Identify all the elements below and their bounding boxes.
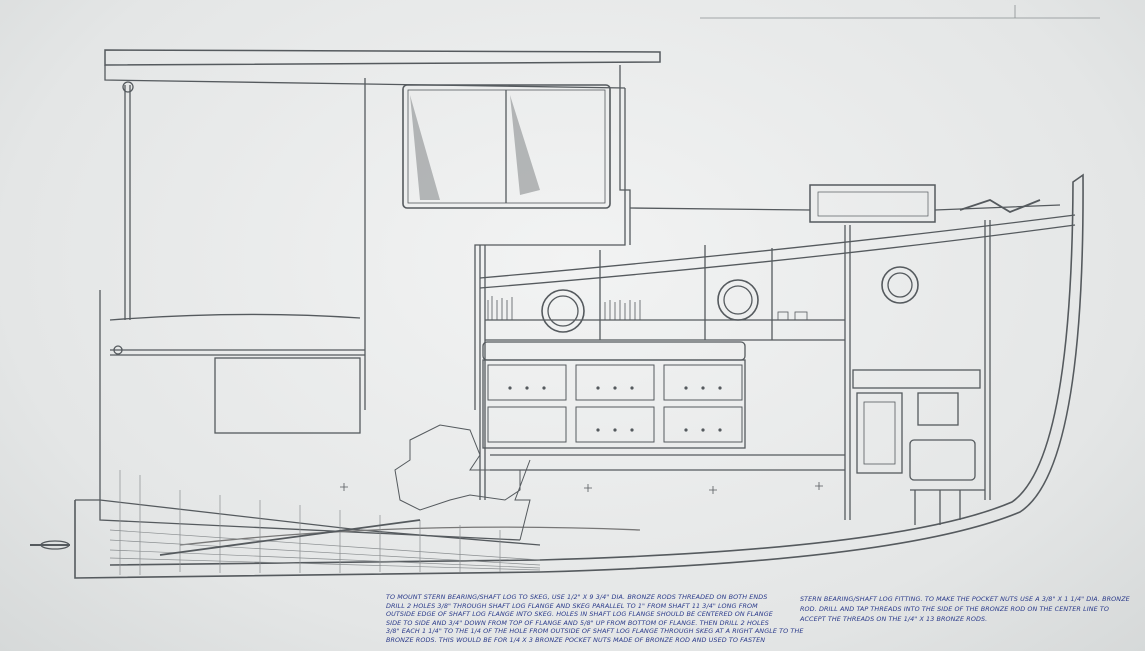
keel-planking <box>109 470 541 575</box>
propeller-shaft <box>30 519 421 556</box>
forward-cabin <box>852 369 985 525</box>
note-line: To Mount Stern Bearing/Shaft Log To Skeg… <box>386 593 768 601</box>
stern-mount-note: To Mount Stern Bearing/Shaft Log To Skeg… <box>386 593 803 645</box>
note-line: Side To Side And 3/4" Down From Top Of F… <box>386 618 769 627</box>
note-line: Drill 2 Holes 3/8" Through Shaft Log Fla… <box>386 601 758 610</box>
pilothouse <box>364 65 631 410</box>
porthole <box>717 279 759 321</box>
porthole <box>881 266 919 304</box>
bookshelves <box>487 296 808 321</box>
hull <box>74 173 1084 579</box>
drawers <box>487 364 743 443</box>
galley-cabinets <box>482 341 845 471</box>
note-line: Outside Edge Of Shaft Log Flange Into Sk… <box>386 610 773 619</box>
top-ruler <box>700 5 1100 19</box>
note-line: 3/8" Each 1 1/4" To The 1/4 Of The Hole … <box>386 627 804 636</box>
engine <box>394 424 531 541</box>
note-line: Bronze Rods. This Would Be For 1/4 X 3 B… <box>386 635 766 644</box>
pocket-nuts-note: Stern Bearing/Shaft Log Fitting. To Make… <box>800 594 1130 624</box>
note-line: Stern Bearing/Shaft Log Fitting. To Make… <box>800 595 1130 603</box>
note-line: Accept The Threads On The 1/4" X 13 Bron… <box>800 615 988 623</box>
centerline-marks <box>340 482 823 494</box>
porthole <box>541 289 585 333</box>
portholes <box>541 266 919 333</box>
note-line: Rod. Drill And Tap Threads Into The Side… <box>800 605 1110 613</box>
drawer-pulls <box>508 386 722 432</box>
deck-and-sheer <box>479 184 1076 289</box>
aft-cockpit <box>109 313 365 434</box>
